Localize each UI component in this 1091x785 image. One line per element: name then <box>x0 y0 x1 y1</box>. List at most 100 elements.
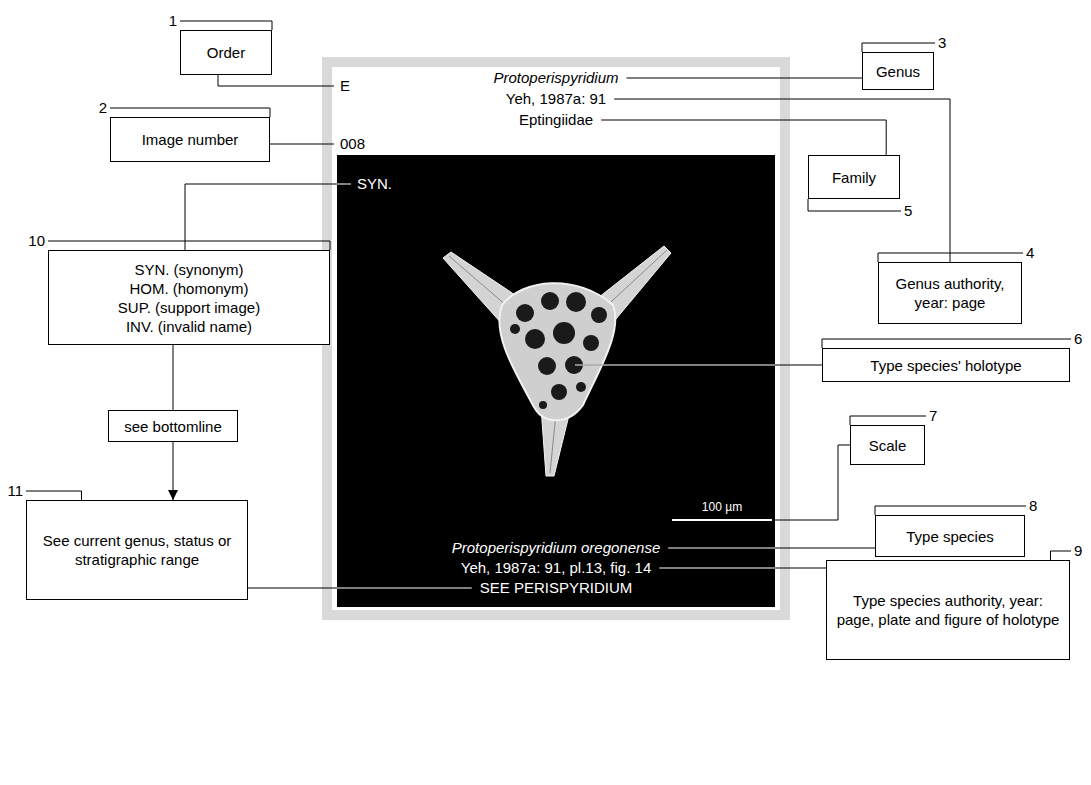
card-text: Protoperispyridium <box>493 69 618 87</box>
callout-box: 5Family <box>808 155 900 199</box>
callout-number: 11 <box>7 482 23 500</box>
pore <box>566 292 586 312</box>
pore <box>516 304 534 322</box>
callout-box: 11See current genus, status or stratigra… <box>26 500 248 600</box>
text-slot: Yeh, 1987a: 91, pl.13, fig. 14 <box>461 559 651 577</box>
leader-stroke <box>270 144 334 145</box>
box-label: INV. (invalid name) <box>126 317 252 336</box>
callout-box: 1Order <box>180 30 272 75</box>
leader-line <box>270 144 334 145</box>
leader-stroke-on-image <box>337 184 351 250</box>
callout-number: 8 <box>1029 497 1037 515</box>
box-label: HOM. (homonym) <box>129 279 248 298</box>
leader-line <box>575 365 822 366</box>
callout-bracket <box>110 108 270 117</box>
leader-line <box>614 99 950 262</box>
leader-stroke <box>185 184 351 250</box>
leader-stroke <box>775 445 850 520</box>
callout-box: 2Image number <box>110 117 270 162</box>
text-slot: E <box>340 77 350 95</box>
box-label: SUP. (support image) <box>118 298 260 317</box>
leader-stroke <box>668 548 875 549</box>
pore <box>551 384 567 400</box>
callout-bracket <box>26 491 82 500</box>
card-text: Yeh, 1987a: 91 <box>506 90 606 108</box>
box-label: Type species <box>906 527 994 546</box>
pore <box>539 401 547 409</box>
leader-line <box>659 568 826 569</box>
leader-line <box>601 120 886 155</box>
callout-box: 9Type species authority, year: page, pla… <box>826 560 1070 660</box>
shell <box>499 283 615 420</box>
number-slot: 7 <box>929 406 937 425</box>
callout-bracket <box>48 241 330 250</box>
image-panel: SYN. 100 µm Protoperispyridium oregonenseY… <box>337 155 775 607</box>
callout-box: 3Genus <box>862 52 934 90</box>
image-ground <box>337 155 775 607</box>
spine-ridge <box>550 413 556 473</box>
box-label: see bottomline <box>124 417 222 436</box>
text-slot: Protoperispyridium oregonense <box>452 539 660 557</box>
leader-stroke <box>601 120 886 155</box>
text-slot: 100 µm <box>702 497 742 515</box>
leader-line <box>173 442 174 500</box>
card-text: 100 µm <box>702 500 742 514</box>
callout-box: 4Genus authority, year: page <box>878 262 1022 324</box>
callout-box: 8Type species <box>875 515 1025 557</box>
callout-number: 3 <box>938 34 946 52</box>
callout-bracket <box>875 506 1026 515</box>
leader-stroke <box>575 365 822 366</box>
leader-stroke-on-image <box>614 155 775 262</box>
number-slot: 9 <box>1074 541 1082 560</box>
pore <box>583 335 599 351</box>
box-label: SYN. (synonym) <box>134 260 243 279</box>
leader-stroke <box>173 442 174 500</box>
card-text: E <box>340 77 350 95</box>
number-slot: 11 <box>7 481 23 500</box>
box-label: Order <box>207 43 245 62</box>
number-slot: 10 <box>28 231 45 250</box>
radiolarian-illustration <box>443 246 671 476</box>
text-slot: SEE PERISPYRIDIUM <box>480 579 633 597</box>
card-text: SYN. <box>357 175 392 193</box>
callout-bracket <box>862 43 935 52</box>
box-label: Image number <box>142 130 239 149</box>
pore <box>510 324 520 334</box>
pore <box>538 357 556 375</box>
card-ground <box>332 67 780 610</box>
box-label: Genus authority, year: page <box>887 274 1013 312</box>
text-slot: 008 <box>340 135 365 153</box>
number-slot: 8 <box>1029 496 1037 515</box>
leader-line <box>248 588 472 589</box>
number-slot: 4 <box>1026 243 1034 262</box>
callout-number: 4 <box>1026 244 1034 262</box>
leader-stroke-on-image <box>575 364 775 365</box>
card-text: 008 <box>340 135 365 153</box>
leader-stroke <box>659 568 826 569</box>
scale-bar <box>672 519 772 521</box>
leader-stroke <box>614 99 950 262</box>
callout-bracket <box>808 199 901 211</box>
leader-stroke-on-image <box>337 587 472 588</box>
leader-line <box>775 445 850 520</box>
specimen-card: E 008 ProtoperispyridiumYeh, 1987a: 91 Epti… <box>322 57 790 620</box>
text-slot: Eptingiidae <box>519 111 593 129</box>
leader-stroke <box>173 345 174 410</box>
callout-number: 1 <box>169 12 177 30</box>
pore <box>591 307 607 323</box>
callout-number: 9 <box>1074 542 1082 560</box>
text-slot: SYN. <box>357 175 392 193</box>
callout-bracket <box>850 416 926 425</box>
pore <box>553 322 575 344</box>
callout-number: 10 <box>28 232 45 250</box>
callout-box: see bottomline <box>108 410 238 442</box>
callout-bracket <box>822 339 1071 348</box>
callout-number: 2 <box>99 99 107 117</box>
callout-number: 6 <box>1074 330 1082 348</box>
callout-box: 7Scale <box>850 425 925 465</box>
callout-bracket <box>180 21 272 30</box>
box-label: Scale <box>869 436 907 455</box>
box-label: See current genus, status or stratigraph… <box>35 531 239 569</box>
callout-box: 10SYN. (synonym)HOM. (homonym)SUP. (supp… <box>48 250 330 345</box>
